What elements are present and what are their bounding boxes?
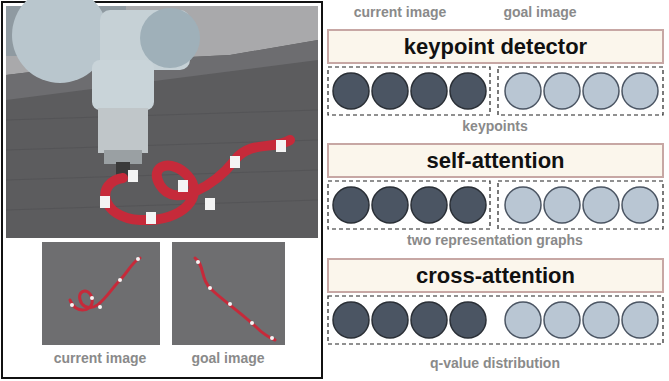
box-title: self-attention xyxy=(426,150,564,172)
process-box: self-attention xyxy=(327,143,664,178)
caption-label: keypoints xyxy=(460,118,529,134)
process-box: cross-attention xyxy=(327,258,664,293)
caption-label: current image xyxy=(352,4,449,20)
caption-label: goal image xyxy=(501,4,578,20)
box-title: cross-attention xyxy=(416,265,575,287)
caption-label: goal image xyxy=(189,350,266,366)
caption-label: current image xyxy=(52,350,149,366)
caption-label: q-value distribution xyxy=(428,355,562,371)
process-box: keypoint detector xyxy=(327,29,664,64)
box-title: keypoint detector xyxy=(404,36,587,58)
caption-label: two representation graphs xyxy=(405,232,585,248)
